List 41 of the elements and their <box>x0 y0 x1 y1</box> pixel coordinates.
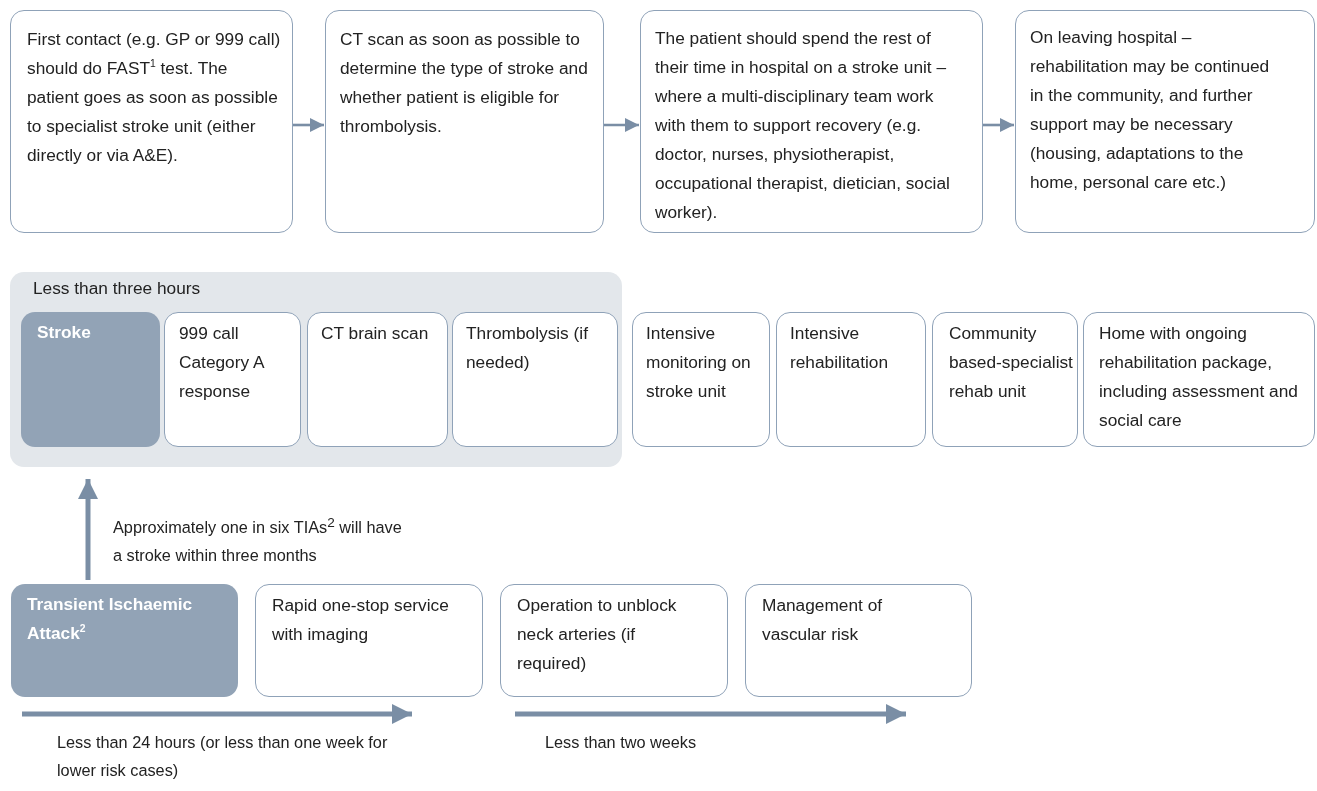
process-box <box>745 584 972 697</box>
process-box <box>632 312 770 447</box>
process-box <box>255 584 483 697</box>
process-box <box>500 584 728 697</box>
process-box <box>1083 312 1315 447</box>
box-text: Intensive monitoring on stroke unit <box>645 322 752 403</box>
condition-box <box>21 312 160 447</box>
box-text: Rapid one-stop service with imaging <box>271 594 450 646</box>
process-box <box>640 10 983 233</box>
box-text: Thrombolysis (if needed) <box>465 322 589 374</box>
box-text: Stroke <box>36 321 92 344</box>
arrow <box>983 117 1014 133</box>
condition-box <box>11 584 238 697</box>
time-window-panel <box>10 272 622 467</box>
process-box <box>776 312 926 447</box>
panel-heading: Less than three hours <box>32 277 202 300</box>
box-text: CT brain scan <box>320 322 430 345</box>
process-box <box>452 312 618 447</box>
timeline-label: Less than two weeks <box>545 732 698 753</box>
box-text: Transient Ischaemic Attack$^{2}$ <box>26 593 194 645</box>
process-box <box>932 312 1078 447</box>
box-text: Management of vascular risk <box>761 594 884 646</box>
box-text: 999 call Category A response <box>178 322 266 403</box>
edge-label: Approximately one in six TIAs$^{2}$ will have a stroke within three months <box>113 514 403 567</box>
box-text: Home with ongoing rehabilitation package, including assessment and social care <box>1098 322 1299 432</box>
process-box <box>164 312 301 447</box>
box-text: Operation to unblock neck arteries (if required) <box>516 594 678 675</box>
box-text: CT scan as soon as possible to determine the type of stroke and whether patient is eligible for thrombolysis. <box>339 28 589 138</box>
arrow <box>604 117 639 133</box>
process-box <box>307 312 448 447</box>
timeline-label: Less than 24 hours (or less than one week for lower risk cases) <box>57 732 389 781</box>
process-box <box>1015 10 1315 233</box>
process-box <box>325 10 604 233</box>
box-text: On leaving hospital – rehabilitation may be continued in the community, and further support may be necessary (housing, adaptations to the home, personal care etc.) <box>1029 26 1271 194</box>
box-text: Community based-specialist rehab unit <box>948 322 1074 403</box>
process-box <box>10 10 293 233</box>
arrow <box>293 117 324 133</box>
arrow <box>78 479 98 580</box>
box-text: The patient should spend the rest of their time in hospital on a stroke unit – where a multi-disciplinary team work with them to support recovery (e.g. doctor, nurses, physiotherapist, occupational therapist, dietician, social worker). <box>654 27 951 224</box>
box-text: First contact (e.g. GP or 999 call) should do FAST$^{1}$ test. The patient goes as soon as possible to specialist stroke unit (either directly or via A&E). <box>26 28 282 167</box>
box-text: Intensive rehabilitation <box>789 322 889 374</box>
